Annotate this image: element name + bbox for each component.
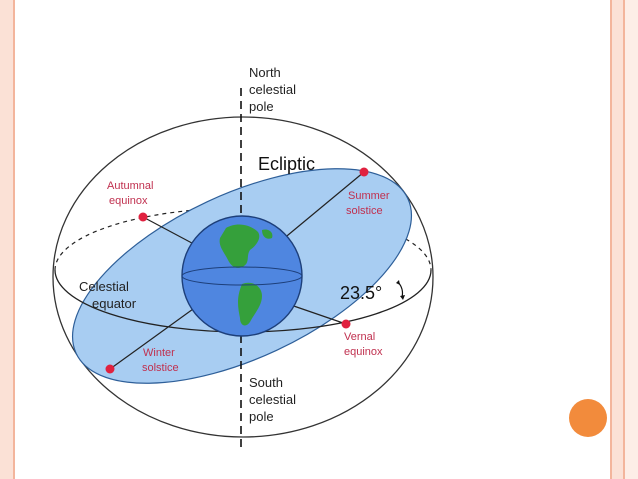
left-border-band [0,0,13,479]
vernal-equinox-label-line2: equinox [344,346,383,358]
right-border-band [612,0,623,479]
vernal-equinox-line [284,302,347,325]
north-pole-label-line2: celestial [249,82,296,97]
summer-solstice-label-line1: Summer [348,190,390,202]
celestial-equator-label-line1: Celestial [79,279,129,294]
summer-solstice-label-line2: solstice [346,205,383,217]
vernal-equinox-marker [341,319,351,329]
celestial-equator-label-line2: equator [92,296,137,311]
winter-solstice-marker [105,364,115,374]
tilt-angle-label: 23.5° [340,283,382,303]
south-pole-label-line1: South [249,375,283,390]
right-border-line-outer [623,0,625,479]
tilt-angle-arrowhead-top [396,280,400,285]
summer-solstice-marker [359,167,369,177]
south-pole-label-line2: celestial [249,392,296,407]
left-border-line [13,0,15,479]
summer-solstice-line [281,171,365,241]
autumnal-equinox-label-line1: Autumnal [107,180,153,192]
winter-solstice-label-line2: solstice [142,362,179,374]
autumnal-equinox-label-line2: equinox [109,195,148,207]
right-border-line [610,0,612,479]
ecliptic-label: Ecliptic [258,154,315,174]
earth-globe [181,215,303,337]
autumnal-equinox-marker [138,212,148,222]
vernal-equinox-label-line1: Vernal [344,331,375,343]
orange-decorative-circle [569,399,607,437]
winter-solstice-line [109,303,201,370]
celestial-sphere-outline [52,116,434,438]
north-pole-label-line1: North [249,65,281,80]
south-pole-label-line3: pole [249,409,274,424]
right-border-edge [625,0,638,479]
tilt-angle-arrowhead-bottom [400,295,405,300]
winter-solstice-label-line1: Winter [143,347,175,359]
north-pole-label-line3: pole [249,99,274,114]
